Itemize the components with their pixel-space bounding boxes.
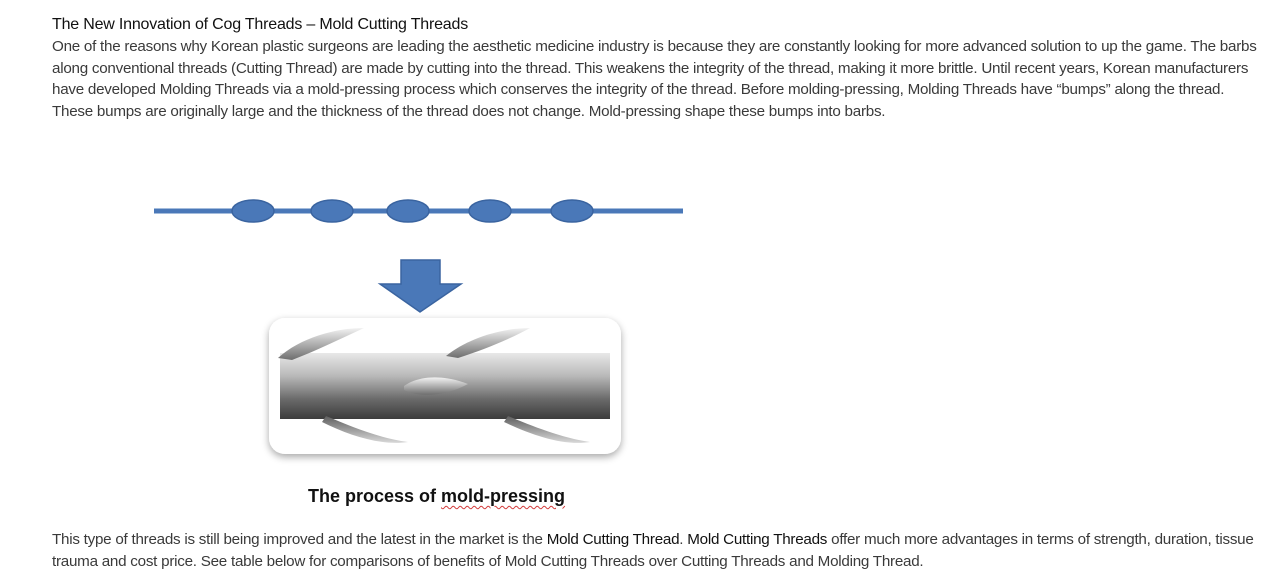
article-body: The New Innovation of Cog Threads – Mold… — [52, 14, 1267, 122]
caption-prefix: The process of — [308, 486, 442, 506]
thread-barb — [278, 328, 364, 360]
closing-text-3: offer much more advantages in terms of s… — [52, 531, 1254, 570]
mold-pressing-diagram — [154, 199, 683, 454]
barbed-thread-panel — [269, 318, 621, 454]
closing-text-1: This type of threads is still being impr… — [52, 531, 547, 548]
intro-paragraph: One of the reasons why Korean plastic su… — [52, 38, 1257, 120]
highlight-mold-cutting-thread: Mold Cutting Thread — [546, 531, 680, 548]
article-heading: The New Innovation of Cog Threads – Mold… — [52, 16, 469, 33]
thread-bump — [468, 199, 512, 223]
thread-barb — [322, 416, 408, 443]
thread-barb — [404, 377, 468, 395]
thread-bump — [386, 199, 430, 223]
down-arrow-icon — [377, 259, 464, 313]
mold-pressing-figure: The process of mold-pressing — [150, 190, 690, 520]
thread-with-bumps — [154, 199, 683, 223]
closing-section: This type of threads is still being impr… — [52, 529, 1267, 572]
thread-bump — [550, 199, 594, 223]
figure-caption: The process of mold-pressing — [308, 486, 565, 507]
thread-barb — [446, 328, 530, 358]
closing-paragraph: This type of threads is still being impr… — [52, 529, 1267, 572]
thread-bump — [231, 199, 275, 223]
closing-text-2: . — [679, 531, 688, 548]
thread-barb — [504, 416, 590, 443]
highlight-mold-cutting-threads: Mold Cutting Threads — [687, 531, 828, 548]
thread-bump — [310, 199, 354, 223]
caption-word: mold-pressing — [441, 486, 566, 506]
